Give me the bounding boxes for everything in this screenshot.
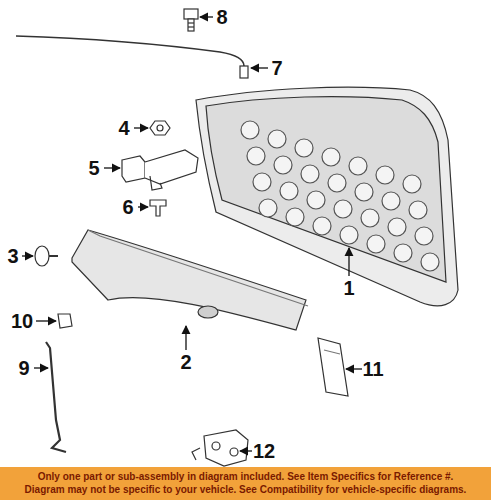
callout-number: 11 [362, 359, 383, 379]
hood-insulator [72, 230, 308, 330]
callout-number: 3 [7, 246, 18, 266]
hood-latch [192, 430, 248, 466]
callout-number: 2 [180, 352, 191, 372]
clip [150, 200, 166, 216]
prop-rod [46, 342, 66, 452]
rod-clip [58, 314, 72, 328]
callout-number: 4 [118, 118, 129, 138]
leader-arrows [22, 17, 362, 451]
callout-number: 5 [88, 158, 99, 178]
callout-number: 7 [271, 58, 282, 78]
bracket [122, 150, 198, 190]
footer-note: Diagram may not be specific to your vehi… [25, 484, 467, 496]
hood-panel [196, 87, 458, 306]
footer-note: Only one part or sub-assembly in diagram… [38, 471, 454, 483]
callout-number: 1 [343, 278, 354, 298]
seal [318, 338, 348, 396]
callout-number: 12 [253, 441, 275, 461]
callout-number: 9 [18, 358, 29, 378]
callout-number: 8 [216, 7, 227, 27]
release-cable [16, 36, 244, 66]
bumper [35, 246, 58, 266]
nut [150, 121, 170, 135]
bolt [184, 9, 198, 31]
callout-number: 6 [122, 197, 133, 217]
callout-number: 10 [11, 311, 33, 331]
